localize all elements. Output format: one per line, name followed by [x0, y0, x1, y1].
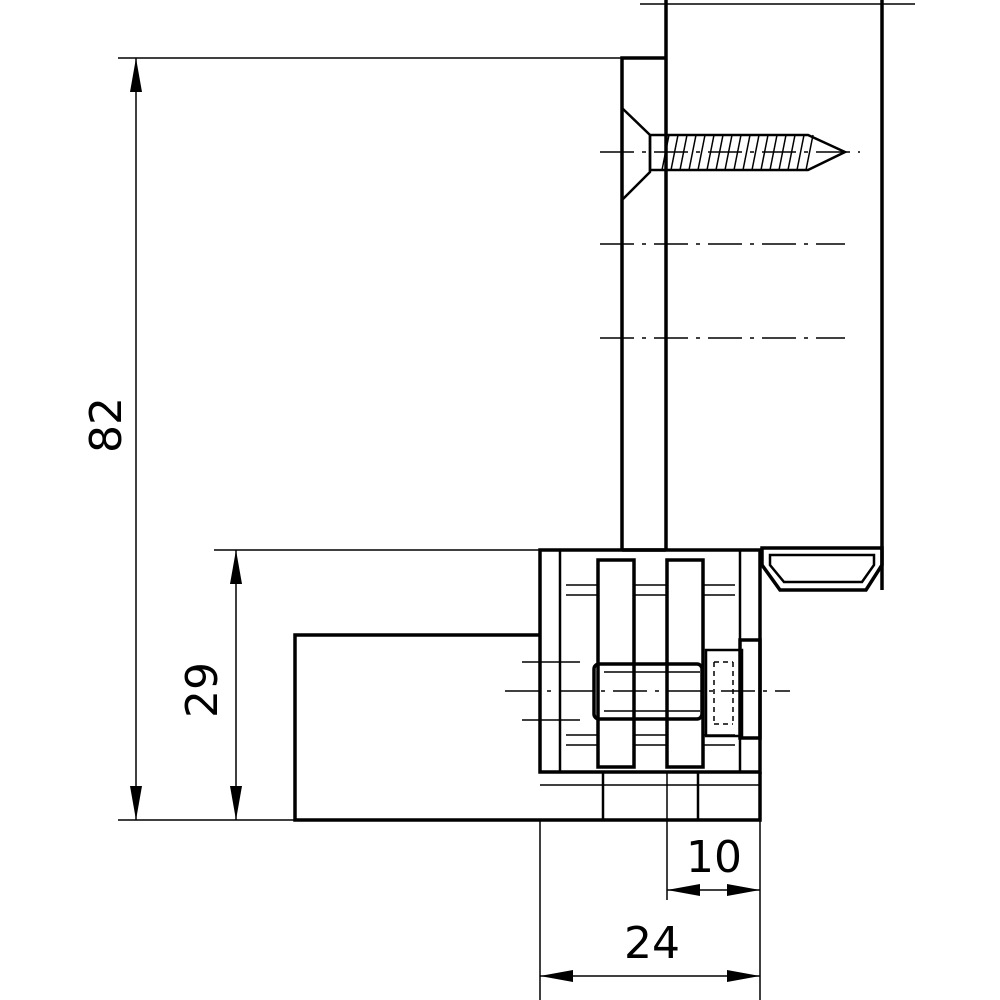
dimension-label-24: 24 [624, 918, 680, 969]
dimension-label-10: 10 [686, 832, 742, 883]
dimension-24: 24 [539, 820, 760, 1000]
center-lines-upper [600, 151, 860, 339]
center-lines-lower [505, 661, 790, 721]
dimension-label-82: 82 [81, 397, 132, 453]
dimension-82: 82 [81, 57, 622, 821]
dimension-label-29: 29 [177, 662, 228, 718]
adjustment-screw [592, 648, 744, 738]
dimension-10: 10 [666, 772, 761, 1000]
frame-clip [760, 546, 884, 592]
hinge-body [293, 548, 762, 822]
frame-profile [620, 0, 915, 590]
dimension-29: 29 [177, 549, 540, 820]
